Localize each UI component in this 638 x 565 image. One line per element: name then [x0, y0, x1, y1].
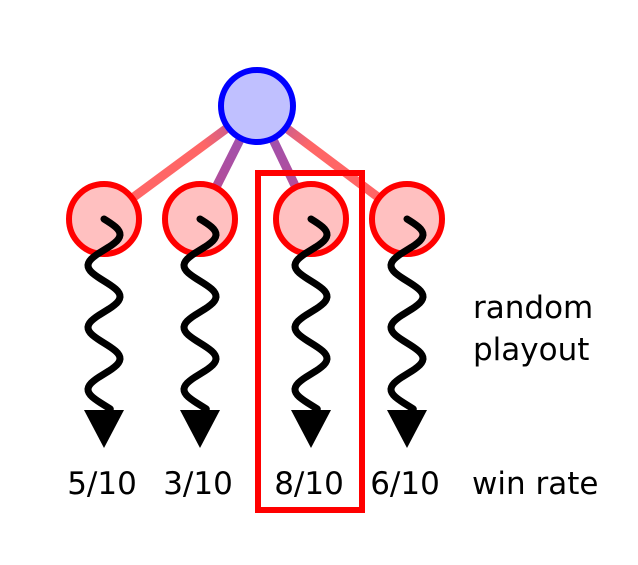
random-label-line2: playout: [473, 332, 589, 368]
random-label-line1: random: [473, 290, 593, 326]
child-win-rate: 6/10: [370, 466, 440, 502]
random-playout-squiggle: [387, 215, 427, 413]
best-move-highlight: [255, 170, 365, 513]
arrowhead-icon: [387, 410, 427, 448]
random-playout-squiggle: [291, 215, 331, 413]
arrowhead-icon: [291, 410, 331, 448]
random-playout-squiggle: [84, 215, 124, 413]
win-rate-label: win rate: [472, 466, 598, 502]
root-node: [218, 67, 296, 145]
random-playout-squiggle: [180, 215, 220, 413]
arrowhead-icon: [180, 410, 220, 448]
child-win-rate: 8/10: [274, 466, 344, 502]
child-win-rate: 3/10: [163, 466, 233, 502]
child-win-rate: 5/10: [67, 466, 137, 502]
arrowhead-icon: [84, 410, 124, 448]
